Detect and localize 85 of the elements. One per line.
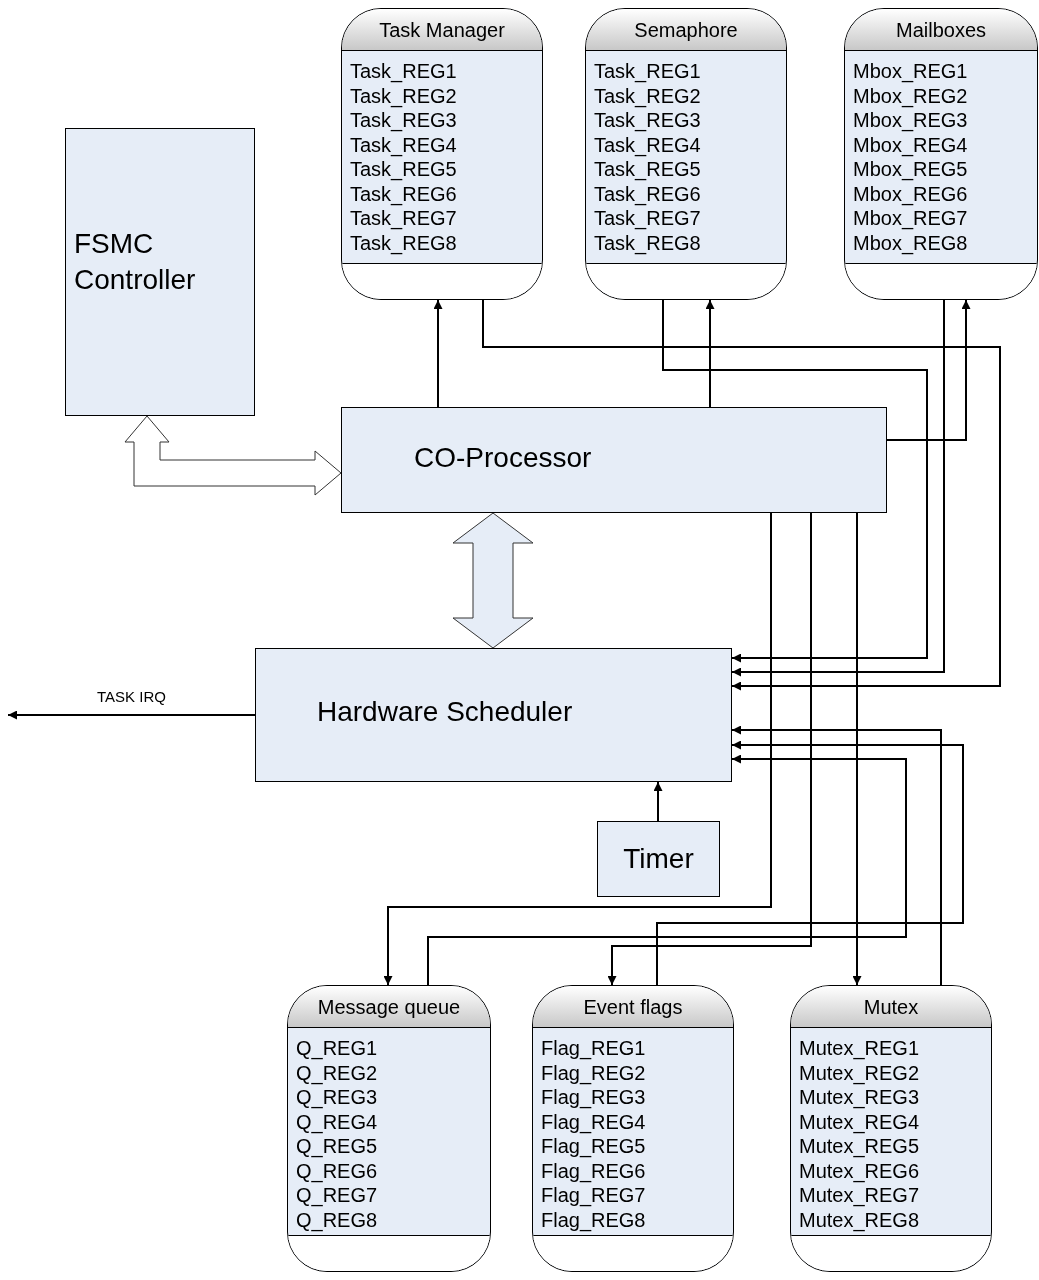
arrow xyxy=(731,299,945,677)
register-label: Task_REG2 xyxy=(594,83,702,108)
register-label: Task_REG3 xyxy=(350,108,458,133)
timer-box xyxy=(597,821,720,897)
register-label: Mbox_REG5 xyxy=(853,157,969,182)
block-title: Mailboxes xyxy=(895,19,986,40)
register-label: Q_REG7 xyxy=(296,1183,379,1208)
register-label: Q_REG4 xyxy=(296,1109,379,1134)
register-block xyxy=(844,8,1038,300)
register-label: Task_REG6 xyxy=(350,181,458,206)
arrow xyxy=(653,781,663,822)
block-title: Message queue xyxy=(317,996,461,1017)
node-label: Hardware Scheduler xyxy=(317,698,573,726)
register-label: Mutex_REG5 xyxy=(799,1134,921,1159)
register-label: Task_REG5 xyxy=(594,157,702,182)
register-label: Flag_REG5 xyxy=(541,1134,647,1159)
edge-label: TASK IRQ xyxy=(95,689,168,704)
register-label: Task_REG1 xyxy=(594,59,702,84)
register-label: Mutex_REG8 xyxy=(799,1207,921,1232)
register-label: Task_REG8 xyxy=(350,230,458,255)
block-title: Semaphore xyxy=(634,19,738,40)
register-label: Task_REG7 xyxy=(350,206,458,231)
register-block xyxy=(532,985,734,1272)
register-block xyxy=(341,8,543,300)
register-block xyxy=(287,985,491,1272)
register-label: Task_REG8 xyxy=(594,230,702,255)
block-title: Event flags xyxy=(583,996,683,1017)
controller-box xyxy=(65,128,255,416)
arrow xyxy=(852,512,862,986)
register-label: Q_REG1 xyxy=(296,1036,379,1061)
register-label: Flag_REG3 xyxy=(541,1085,647,1110)
register-label: Flag_REG1 xyxy=(541,1036,647,1061)
node-label: CO-Processor xyxy=(414,444,592,472)
register-label: Q_REG6 xyxy=(296,1158,379,1183)
arrow xyxy=(705,299,715,408)
process-box xyxy=(341,407,887,513)
register-label: Task_REG6 xyxy=(594,181,702,206)
register-label: Q_REG2 xyxy=(296,1060,379,1085)
register-label: Mutex_REG6 xyxy=(799,1158,921,1183)
register-label: Task_REG3 xyxy=(594,108,702,133)
block-arrow xyxy=(452,512,534,649)
register-label: Q_REG8 xyxy=(296,1207,379,1232)
register-label: Mbox_REG4 xyxy=(853,132,969,157)
block-title: Task Manager xyxy=(379,19,505,40)
register-label: Mutex_REG4 xyxy=(799,1109,921,1134)
arrow xyxy=(427,754,907,986)
register-label: Task_REG1 xyxy=(350,59,458,84)
block-arrow xyxy=(124,415,342,496)
register-label: Q_REG3 xyxy=(296,1085,379,1110)
block-title: Mutex xyxy=(863,996,919,1017)
register-label: Task_REG7 xyxy=(594,206,702,231)
register-label: Flag_REG4 xyxy=(541,1109,647,1134)
register-label: Flag_REG2 xyxy=(541,1060,647,1085)
register-label: Mbox_REG8 xyxy=(853,230,969,255)
register-label: Task_REG2 xyxy=(350,83,458,108)
node-label: Timer xyxy=(623,845,694,873)
register-label: Mutex_REG3 xyxy=(799,1085,921,1110)
register-label: Flag_REG6 xyxy=(541,1158,647,1183)
register-label: Mutex_REG7 xyxy=(799,1183,921,1208)
arrow xyxy=(482,299,1001,691)
arrow xyxy=(383,512,772,986)
register-label: Flag_REG7 xyxy=(541,1183,647,1208)
register-label: Mbox_REG6 xyxy=(853,181,969,206)
register-label: Q_REG5 xyxy=(296,1134,379,1159)
process-box xyxy=(255,648,732,782)
register-label: Mbox_REG7 xyxy=(853,206,969,231)
arrow xyxy=(731,725,942,986)
register-label: Mbox_REG1 xyxy=(853,59,969,84)
arrow xyxy=(607,512,812,986)
register-label: Mbox_REG2 xyxy=(853,83,969,108)
arrow xyxy=(433,299,443,408)
arrow xyxy=(886,299,971,441)
arrow xyxy=(656,740,964,986)
register-label: Flag_REG8 xyxy=(541,1207,647,1232)
register-block xyxy=(585,8,787,300)
register-label: Mutex_REG1 xyxy=(799,1036,921,1061)
node-label: FSMC Controller xyxy=(74,227,197,297)
register-label: Task_REG5 xyxy=(350,157,458,182)
arrow xyxy=(662,299,928,663)
register-label: Mbox_REG3 xyxy=(853,108,969,133)
register-label: Task_REG4 xyxy=(594,132,702,157)
register-label: Mutex_REG2 xyxy=(799,1060,921,1085)
register-block xyxy=(790,985,992,1272)
register-label: Task_REG4 xyxy=(350,132,458,157)
arrow xyxy=(7,710,256,720)
